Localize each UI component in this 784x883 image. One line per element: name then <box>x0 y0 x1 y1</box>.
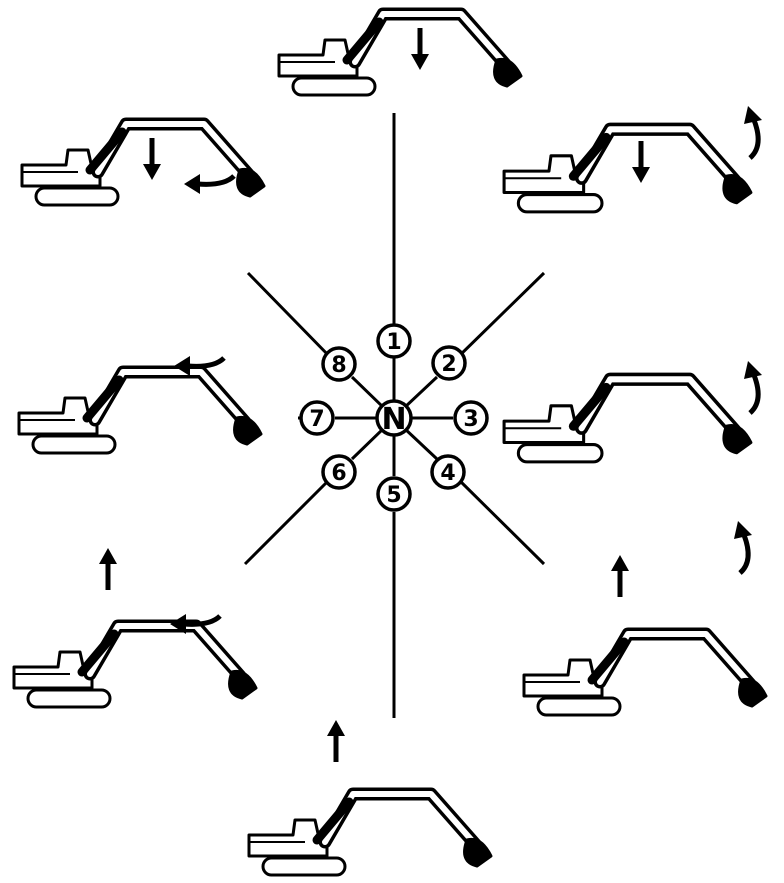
position-4-marker: 4 <box>432 456 464 488</box>
bucket-dump-arrow-icon <box>744 106 762 158</box>
excavator-position-2 <box>504 106 762 212</box>
ray-8 <box>248 273 333 360</box>
excavator-position-4 <box>524 521 766 715</box>
bucket-curl-arrow-icon <box>184 174 234 194</box>
ray-4 <box>455 476 544 564</box>
boom-lower-arrow-icon <box>411 28 429 70</box>
position-1-marker: 1 <box>378 325 410 357</box>
boom-raise-arrow-icon <box>611 555 629 597</box>
bucket-dump-arrow-icon <box>734 521 752 573</box>
position-5-label: 5 <box>386 483 401 508</box>
position-3-label: 3 <box>463 407 478 432</box>
bucket-dump-arrow-icon <box>744 361 762 413</box>
position-6-label: 6 <box>331 461 346 486</box>
position-5-marker: 5 <box>378 478 410 510</box>
excavator-2-icon <box>504 129 751 212</box>
excavator-5-icon <box>249 794 491 875</box>
excavator-8-icon <box>22 124 264 205</box>
excavator-position-7 <box>19 356 261 453</box>
position-7-label: 7 <box>309 407 324 432</box>
position-3-marker: 3 <box>455 402 487 434</box>
excavator-position-5 <box>249 720 491 875</box>
excavator-position-1 <box>279 14 521 95</box>
neutral-marker: N <box>377 401 411 437</box>
excavator-4-icon <box>524 634 766 715</box>
ray-2 <box>455 273 544 360</box>
excavator-7-icon <box>19 372 261 453</box>
neutral-label: N <box>381 402 406 437</box>
position-4-label: 4 <box>440 461 455 486</box>
ray-6 <box>245 476 333 564</box>
position-2-marker: 2 <box>433 347 465 379</box>
position-6-marker: 6 <box>323 456 355 488</box>
excavator-6-icon <box>14 626 256 707</box>
position-8-marker: 8 <box>323 348 355 380</box>
excavator-1-icon <box>279 14 521 95</box>
position-1-label: 1 <box>386 330 401 355</box>
position-2-label: 2 <box>441 352 456 377</box>
excavator-position-3 <box>504 361 762 462</box>
position-8-label: 8 <box>331 353 346 378</box>
position-7-marker: 7 <box>301 402 333 434</box>
boom-lower-arrow-icon <box>632 141 650 183</box>
boom-raise-arrow-icon <box>99 548 117 590</box>
excavator-3-icon <box>504 379 751 462</box>
excavator-position-6 <box>14 548 256 707</box>
joystick-pattern: 1 2 3 4 5 6 7 8 <box>245 113 544 718</box>
excavator-position-8 <box>22 124 264 205</box>
boom-lower-arrow-icon <box>143 138 161 180</box>
boom-raise-arrow-icon <box>327 720 345 762</box>
